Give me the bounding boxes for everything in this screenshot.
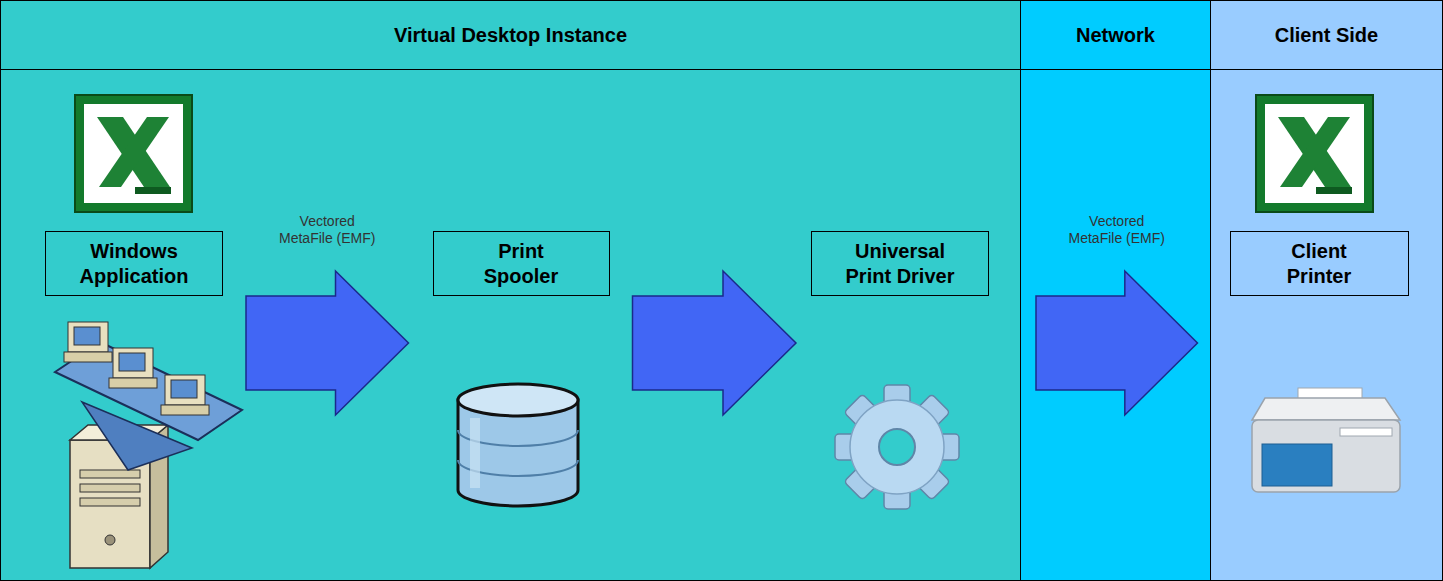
excel-icon	[1256, 95, 1373, 212]
power-button	[105, 535, 115, 545]
box-label: Windows Application	[69, 239, 199, 289]
band-fill	[1020, 0, 1210, 581]
process-box: Universal Print Driver	[811, 231, 989, 296]
band-fill	[1210, 0, 1443, 581]
desktop-icon	[64, 322, 112, 362]
band-fill	[0, 0, 1020, 581]
drive-bay	[80, 470, 140, 478]
band-title: Client Side	[1275, 23, 1378, 48]
database-icon	[458, 384, 578, 506]
monitor	[165, 375, 205, 405]
edge-label: Vectored MetaFile (EMF)	[1065, 213, 1169, 247]
icon-frame	[1256, 95, 1373, 212]
box-label: Universal Print Driver	[835, 239, 965, 289]
icon-bar	[135, 187, 171, 194]
band-header: Client Side	[1211, 1, 1442, 70]
desktop-base	[109, 378, 157, 388]
drive-bay	[80, 498, 140, 506]
server-illustration	[55, 322, 242, 568]
icon-field	[1265, 104, 1364, 203]
desktop-base	[64, 352, 112, 362]
icon-field	[84, 104, 183, 203]
block-arrow	[246, 271, 409, 415]
swimlane-band: Virtual Desktop InstanceWindows Applicat…	[0, 0, 1021, 581]
process-box: Windows Application	[45, 231, 223, 296]
icon-stroke	[1278, 117, 1351, 187]
process-box: Client Printer	[1230, 231, 1409, 296]
monitor	[68, 322, 108, 352]
swimlane-band: Network	[1020, 0, 1211, 581]
cylinder-top	[458, 384, 578, 416]
block-arrow	[1036, 271, 1198, 415]
gear-wheel	[850, 400, 944, 494]
icon-bar	[1316, 187, 1352, 194]
gear-hole	[879, 429, 915, 465]
screen	[171, 380, 197, 398]
box-label: Print Spooler	[474, 239, 569, 289]
gear-tooth	[844, 394, 950, 500]
printer-top	[1252, 398, 1400, 420]
swimlane-band: Client SideClient Printer	[1210, 0, 1443, 581]
box-label: Client Printer	[1272, 239, 1367, 289]
icon-frame	[75, 95, 192, 212]
desktop-icon	[109, 348, 157, 388]
band-title: Virtual Desktop Instance	[394, 23, 627, 48]
band-header: Virtual Desktop Instance	[1, 1, 1020, 70]
block-arrow	[633, 271, 797, 415]
excel-icon	[75, 95, 192, 212]
icon-stroke	[97, 117, 170, 187]
gear-tooth	[844, 394, 950, 500]
printer-icon	[1252, 388, 1400, 492]
desktop-base	[161, 405, 209, 415]
screen	[119, 353, 145, 371]
band-header: Network	[1021, 1, 1210, 70]
printer-panel	[1262, 444, 1332, 486]
tray	[55, 342, 242, 440]
edge-label: Vectored MetaFile (EMF)	[275, 213, 379, 247]
process-box: Print Spooler	[433, 231, 610, 296]
gear-icon	[835, 385, 959, 509]
cylinder-highlight	[470, 418, 480, 488]
printer-slot	[1340, 428, 1392, 436]
icon-stroke	[99, 117, 169, 187]
drive-bay	[80, 484, 140, 492]
printer-body	[1252, 420, 1400, 492]
band-title: Network	[1076, 23, 1155, 48]
icon-stroke	[1280, 117, 1350, 187]
desktop-icon	[161, 375, 209, 415]
screen	[74, 327, 100, 345]
monitor	[113, 348, 153, 378]
